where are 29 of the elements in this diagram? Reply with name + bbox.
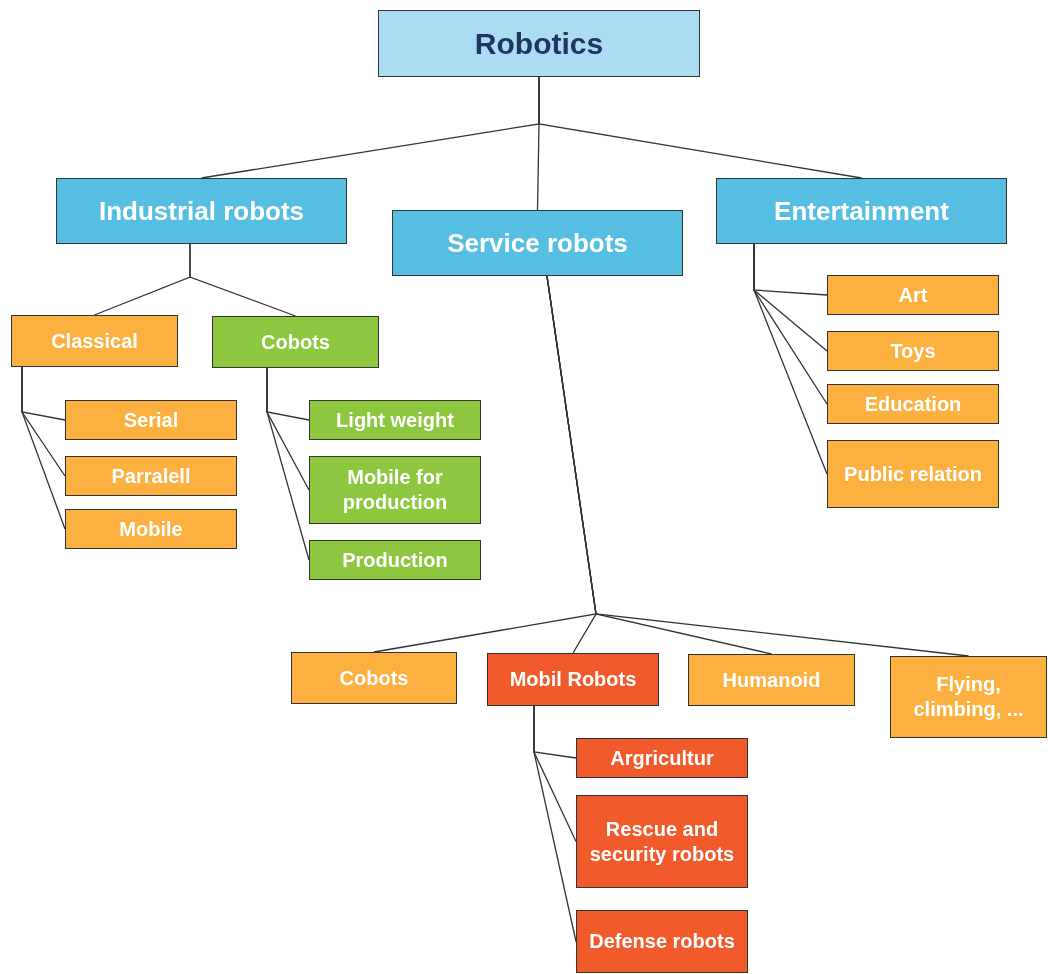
- category-box: Industrial robots: [56, 178, 347, 244]
- connector-line: [189, 243, 297, 317]
- category-box: Mobile: [65, 509, 237, 549]
- category-box: Mobil Robots: [487, 653, 659, 706]
- connector-line: [266, 367, 310, 561]
- connector-line: [21, 366, 66, 530]
- connector-line: [533, 705, 577, 943]
- category-box: Entertainment: [716, 178, 1007, 244]
- connector-line: [753, 243, 828, 475]
- category-box: Parralell: [65, 456, 237, 496]
- category-box: Argricultur: [576, 738, 748, 778]
- category-box: Serial: [65, 400, 237, 440]
- category-box: Mobile for production: [309, 456, 481, 524]
- category-box: Education: [827, 384, 999, 424]
- category-box: Light weight: [309, 400, 481, 440]
- category-box: Defense robots: [576, 910, 748, 973]
- category-box: Toys: [827, 331, 999, 371]
- category-box: Service robots: [392, 210, 683, 276]
- category-box: Humanoid: [688, 654, 855, 706]
- category-box: Flying, climbing, ...: [890, 656, 1047, 738]
- category-box: Robotics: [378, 10, 700, 77]
- connector-line: [538, 76, 863, 179]
- category-box: Cobots: [291, 652, 457, 704]
- category-box: Classical: [11, 315, 178, 367]
- category-box: Cobots: [212, 316, 379, 368]
- category-box: Art: [827, 275, 999, 315]
- category-box: Production: [309, 540, 481, 580]
- category-box: Rescue and security robots: [576, 795, 748, 888]
- category-box: Public relation: [827, 440, 999, 508]
